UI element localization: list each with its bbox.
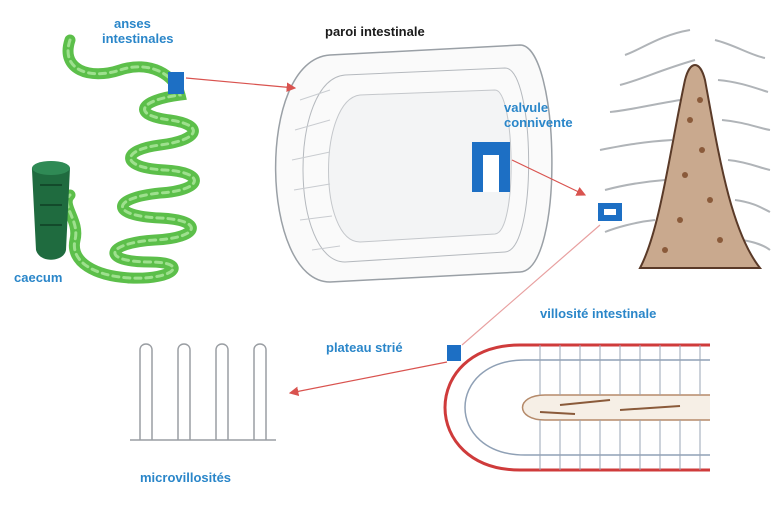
label-villosite-intestinale: villosité intestinale bbox=[540, 306, 656, 321]
plateau-marker-icon bbox=[447, 345, 461, 361]
label-valvule-line2: connivente bbox=[504, 115, 573, 130]
label-anses-line2: intestinales bbox=[102, 31, 174, 46]
anses-marker-icon bbox=[168, 72, 184, 94]
label-valvule-line1: valvule bbox=[504, 100, 573, 115]
caecum-illustration bbox=[32, 161, 70, 260]
label-anses-line1: anses bbox=[102, 16, 174, 31]
label-anses-intestinales: anses intestinales bbox=[102, 16, 174, 46]
label-microvillosites: microvillosités bbox=[140, 470, 231, 485]
intestinal-wall-illustration bbox=[276, 45, 552, 282]
label-valvule-connivente: valvule connivente bbox=[504, 100, 573, 130]
microvilli-illustration bbox=[130, 344, 276, 440]
label-caecum: caecum bbox=[14, 270, 62, 285]
villus-section-illustration bbox=[445, 345, 710, 470]
label-paroi-intestinale: paroi intestinale bbox=[325, 24, 425, 39]
villus-illustration bbox=[598, 30, 770, 268]
label-plateau-strie: plateau strié bbox=[326, 340, 403, 355]
